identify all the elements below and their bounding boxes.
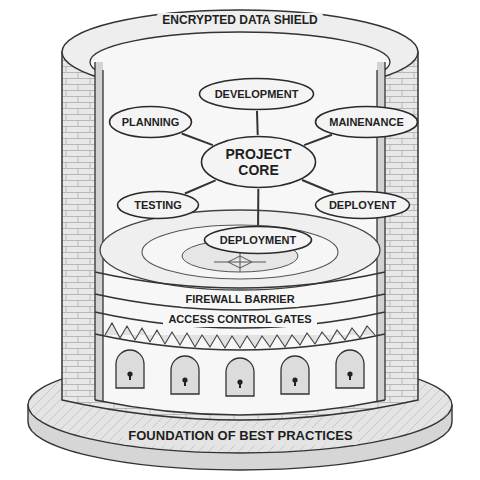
phase-ellipse: DEPLOYMENT [203,225,313,255]
node-label: PROJECT CORE [217,146,301,178]
phase-ellipse: DEPLOYENT [314,190,411,220]
gate-door [281,356,309,394]
phase-ellipse: DEVELOPMENT [198,77,315,111]
connector-line [185,180,216,193]
band-line [95,294,385,310]
ellipse-shape [205,227,312,254]
ellipse-shape [316,192,410,219]
connector-line [182,134,213,146]
gate-door [116,350,144,388]
phase-ellipse: MAINENANCE [314,105,419,139]
firewall-band-label: FIREWALL BARRIER [180,292,300,307]
band-label: ENCRYPTED DATA SHIELD [162,14,317,28]
phase-ellipse: PLANNING [108,105,193,139]
node-label: TESTING [134,199,182,212]
gates-band-label: ACCESS CONTROL GATES [163,312,317,327]
gate-door [226,358,254,396]
node-label: MAINENANCE [329,116,404,129]
connector-line [257,189,259,225]
core-ellipse: PROJECT CORE [200,135,317,189]
keyhole [239,383,241,388]
keyhole [349,375,351,380]
gate-door [336,350,364,388]
node-label: DEPLOYENT [329,199,396,212]
ellipse-shape [118,192,199,219]
phase-ellipse: TESTING [116,190,200,220]
band-label: FOUNDATION OF BEST PRACTICES [128,429,352,444]
node-label: DEVELOPMENT [215,88,299,101]
gate-door [171,356,199,394]
ellipse-shape [316,107,418,138]
node-label: DEPLOYMENT [220,234,296,247]
ellipse-shape [202,137,316,188]
foundation-band-label: FOUNDATION OF BEST PRACTICES [123,428,358,445]
shield-band-label: ENCRYPTED DATA SHIELD [157,13,323,29]
platform-inner-ring [142,225,338,279]
cut-face-left [95,62,103,402]
connector-line [302,180,333,193]
band-label: FIREWALL BARRIER [185,293,294,306]
band-line [95,272,385,288]
ellipse-shape [200,79,314,110]
cavity-floor-edge [95,400,385,415]
ellipse-shape [110,107,192,138]
keyhole [294,381,296,386]
keyhole [184,381,186,386]
shield-wall [62,52,418,420]
platform-ring [100,210,380,290]
keyholes [127,371,352,388]
connector-line [304,135,332,145]
band-line [95,312,385,328]
connector-line [256,111,259,135]
node-label: PLANNING [122,116,179,129]
keyhole [129,375,131,380]
band-label: ACCESS CONTROL GATES [168,313,311,326]
